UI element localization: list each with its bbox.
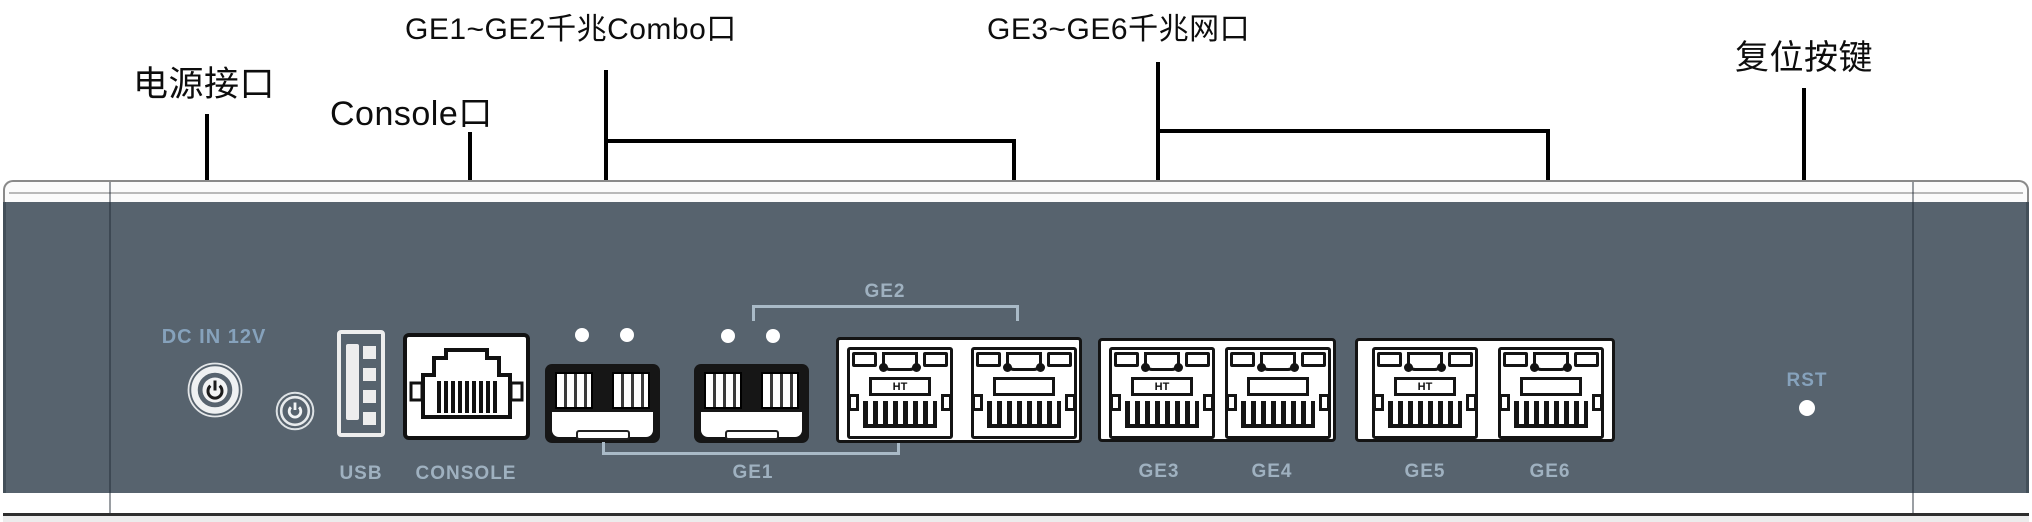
chassis-top-lip: [3, 180, 2029, 203]
sfp-cage-ge1: [545, 364, 660, 443]
leader-lan-horizontal: [1156, 129, 1550, 133]
reset-pinhole: [1799, 400, 1815, 416]
rj45-jack-ge3: HT: [1109, 347, 1215, 439]
rj45-jack-ge5: HT: [1372, 347, 1478, 439]
rj45-jack-ge1: HT: [847, 347, 953, 439]
sfp-cage-ge2: [694, 364, 809, 443]
ge6-label: GE6: [1529, 461, 1571, 482]
rj45-jack-ge6: [1498, 347, 1604, 439]
callout-lan-ports: GE3~GE6千兆网口: [987, 13, 1251, 46]
console-rj45-drawing: [409, 348, 524, 419]
ge2-bracket: [752, 305, 1019, 321]
ge4-label: GE4: [1251, 461, 1293, 482]
callout-console-port: Console口: [330, 95, 493, 133]
rj45-module-ge5-ge6: HT: [1355, 338, 1615, 442]
sfp2-led-right: [766, 329, 780, 343]
ge5-label: GE5: [1404, 461, 1446, 482]
callout-power-port: 电源接口: [133, 65, 276, 104]
callout-reset-button: 复位按键: [1735, 39, 1873, 77]
usb-label: USB: [339, 463, 383, 484]
ge1-label: GE1: [732, 462, 774, 483]
rj45-module-ge1-ge2: HT: [836, 337, 1082, 443]
rj45-jack-ge4: [1225, 347, 1331, 439]
dc-power-jack: [187, 362, 243, 418]
callout-combo-ports: GE1~GE2千兆Combo口: [405, 13, 737, 46]
jack-marking: HT: [892, 381, 908, 393]
usb-port: [337, 330, 385, 437]
panel-seam-left: [109, 182, 111, 513]
chassis-bottom-edge: [3, 513, 2029, 522]
jack-marking: HT: [1417, 381, 1433, 393]
sfp2-led-left: [721, 329, 735, 343]
console-port: [403, 333, 530, 440]
sfp1-led-right: [620, 328, 634, 342]
ge1-bracket: [602, 442, 900, 455]
ge3-label: GE3: [1138, 461, 1180, 482]
sfp1-led-left: [575, 328, 589, 342]
leader-combo-horizontal: [604, 139, 1016, 143]
jack-marking: HT: [1154, 381, 1170, 393]
power-button: [275, 391, 315, 431]
console-label: CONSOLE: [415, 463, 517, 484]
rst-label: RST: [1786, 370, 1828, 391]
rj45-module-ge3-ge4: HT: [1098, 338, 1336, 442]
rj45-jack-ge2: [971, 347, 1077, 439]
dc-in-label: DC IN 12V: [161, 326, 267, 348]
panel-seam-right: [1912, 182, 1914, 513]
ge2-label: GE2: [864, 281, 906, 302]
